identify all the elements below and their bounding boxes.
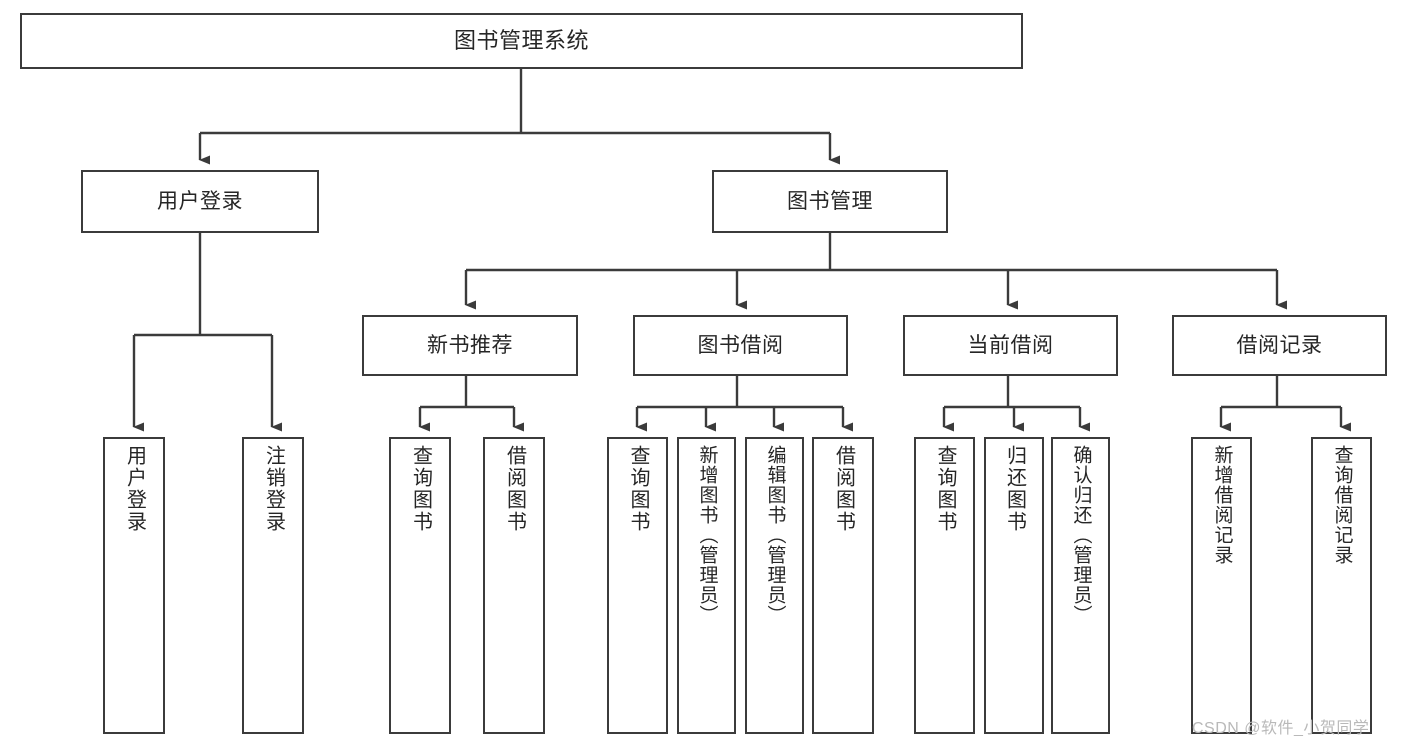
leaf-borrow-record-query[interactable]: 查询借阅记录: [1311, 437, 1372, 734]
leaf-borrow-record-add-label: 新增借阅记录: [1211, 445, 1233, 565]
leaf-new-book-borrow-label: 借阅图书: [503, 445, 526, 533]
node-borrow-record[interactable]: 借阅记录: [1172, 315, 1387, 376]
leaf-user-login-login[interactable]: 用户登录: [103, 437, 165, 734]
leaf-book-borrow-borrow-label: 借阅图书: [832, 445, 855, 533]
leaf-user-login-logout[interactable]: 注销登录: [242, 437, 304, 734]
node-root-system[interactable]: 图书管理系统: [20, 13, 1023, 69]
leaf-current-borrow-return[interactable]: 归还图书: [984, 437, 1044, 734]
node-book-management[interactable]: 图书管理: [712, 170, 948, 233]
node-borrow-record-label: 借阅记录: [1236, 333, 1323, 357]
leaf-current-borrow-query-label: 查询图书: [934, 445, 956, 533]
node-new-book-recommend-label: 新书推荐: [427, 333, 513, 357]
leaf-borrow-record-query-label: 查询借阅记录: [1331, 445, 1353, 565]
leaf-book-borrow-add[interactable]: 新增图书（管理员）: [677, 437, 736, 734]
node-user-login[interactable]: 用户登录: [81, 170, 319, 233]
node-root-system-label: 图书管理系统: [453, 27, 589, 53]
leaf-book-borrow-edit-label: 编辑图书（管理员）: [764, 445, 786, 625]
leaf-new-book-query-label: 查询图书: [409, 445, 432, 533]
leaf-book-borrow-edit[interactable]: 编辑图书（管理员）: [745, 437, 804, 734]
leaf-new-book-borrow[interactable]: 借阅图书: [483, 437, 545, 734]
leaf-borrow-record-add[interactable]: 新增借阅记录: [1191, 437, 1252, 734]
leaf-user-login-login-label: 用户登录: [123, 445, 146, 533]
leaf-user-login-logout-label: 注销登录: [262, 445, 285, 533]
leaf-book-borrow-add-label: 新增图书（管理员）: [696, 445, 718, 625]
leaf-current-borrow-query[interactable]: 查询图书: [914, 437, 975, 734]
node-current-borrow[interactable]: 当前借阅: [903, 315, 1118, 376]
leaf-current-borrow-confirm-label: 确认归还（管理员）: [1070, 445, 1092, 625]
node-user-login-label: 用户登录: [157, 189, 243, 213]
node-book-borrow[interactable]: 图书借阅: [633, 315, 848, 376]
node-book-borrow-label: 图书借阅: [697, 333, 784, 357]
node-new-book-recommend[interactable]: 新书推荐: [362, 315, 578, 376]
leaf-book-borrow-query-label: 查询图书: [627, 445, 649, 533]
leaf-book-borrow-borrow[interactable]: 借阅图书: [812, 437, 874, 734]
leaf-book-borrow-query[interactable]: 查询图书: [607, 437, 668, 734]
node-current-borrow-label: 当前借阅: [967, 333, 1054, 357]
leaf-current-borrow-confirm[interactable]: 确认归还（管理员）: [1051, 437, 1110, 734]
node-book-management-label: 图书管理: [787, 189, 873, 213]
leaf-current-borrow-return-label: 归还图书: [1003, 445, 1026, 533]
leaf-new-book-query[interactable]: 查询图书: [389, 437, 451, 734]
